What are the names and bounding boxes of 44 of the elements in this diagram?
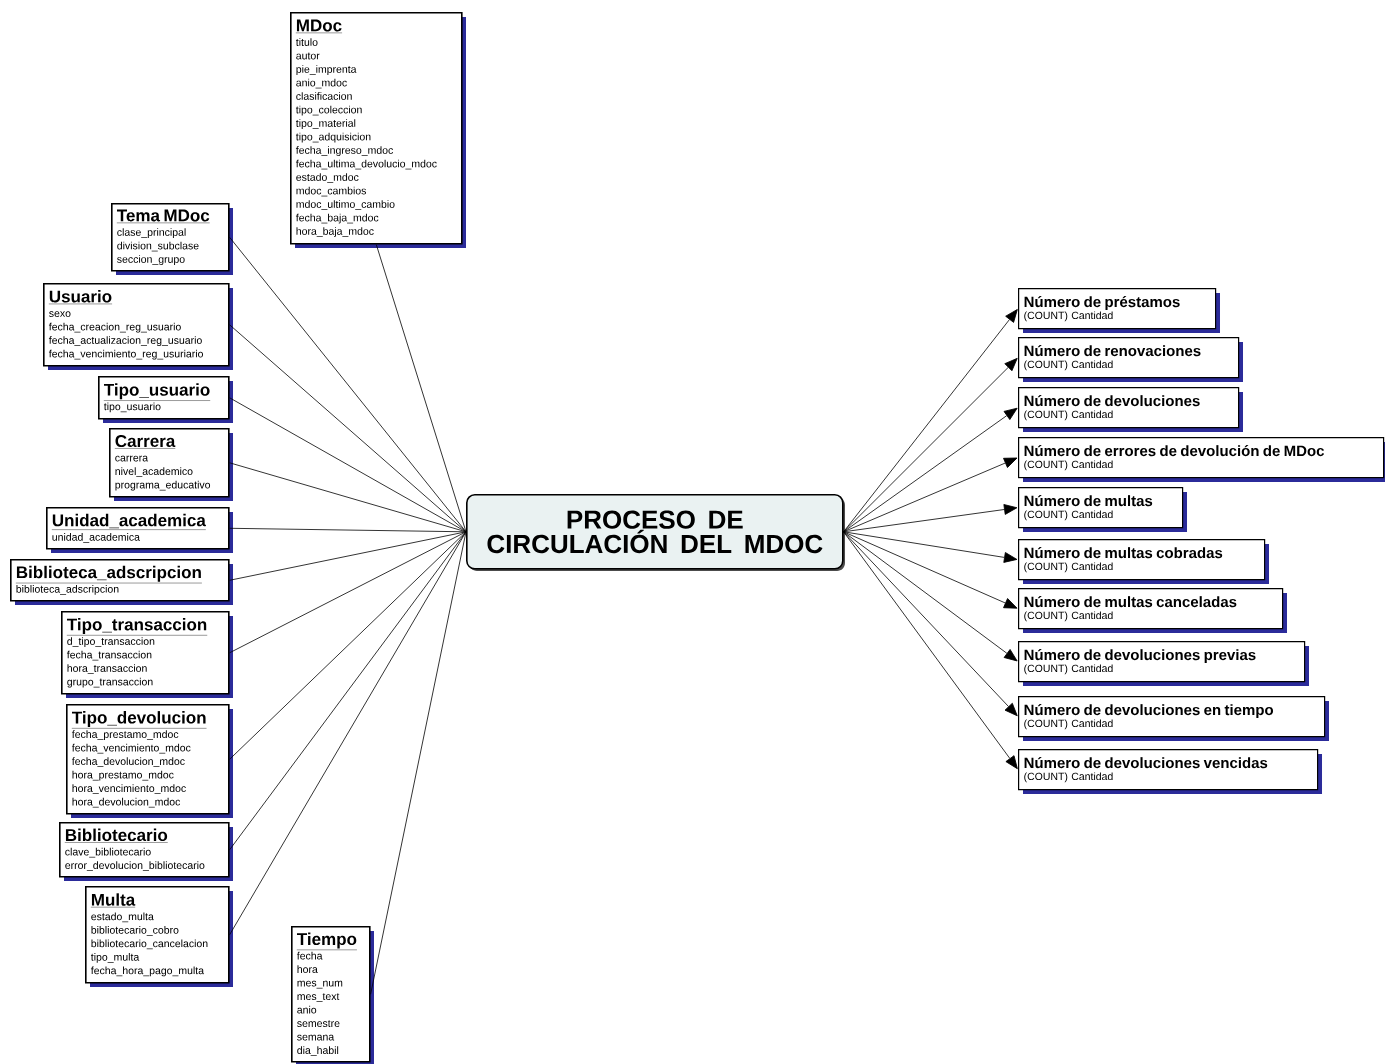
- measure-box: Número de préstamos (COUNT) Cantidad: [1018, 288, 1220, 333]
- connector-line: [229, 531, 467, 851]
- entity-box: Multa estado_multa bibliotecario_cobro bibliotecario_cancelacion tipo_multa fecha_hora_pago_multa: [85, 886, 233, 987]
- measure-box: Número de multas canceladas (COUNT) Cantidad: [1018, 588, 1287, 633]
- entity-box: Bibliotecario clave_bibliotecario error_devolucion_bibliotecario: [59, 822, 233, 881]
- connector-line: [370, 531, 467, 995]
- arrow: [843, 357, 1018, 533]
- arrow: [843, 504, 1018, 533]
- entity-box: Biblioteca_adscripcion biblioteca_adscripcion: [10, 559, 233, 605]
- arrow: [843, 531, 1018, 717]
- measure-box: Número de multas (COUNT) Cantidad: [1018, 487, 1187, 532]
- measure-box: Número de devoluciones (COUNT) Cantidad: [1018, 387, 1243, 432]
- measure-box: Número de devoluciones en tiempo (COUNT) Cantidad: [1018, 696, 1329, 741]
- entity-box: Tipo_usuario tipo_usuario: [98, 376, 233, 423]
- entity-box: Tiempo fecha hora mes_num mes_text anio semestre semana dia_habil: [291, 926, 374, 1064]
- measure-box: Número de devoluciones previas (COUNT) Cantidad: [1018, 641, 1309, 686]
- measure-box: Número de devoluciones vencidas (COUNT) Cantidad: [1018, 749, 1322, 794]
- connector-line: [229, 531, 467, 936]
- process-box: PROCESO DE CIRCULACIÓN DEL MDOC: [466, 494, 845, 571]
- entity-box: Unidad_academica unidad_academica: [46, 507, 233, 553]
- arrow: [843, 531, 1018, 770]
- connector-line: [229, 397, 467, 533]
- entity-box: Tema MDoc clase_principal division_subclase seccion_grupo: [111, 203, 233, 275]
- arrow: [843, 457, 1018, 533]
- connector-line: [229, 531, 467, 760]
- measure-box: Número de multas cobradas (COUNT) Cantidad: [1018, 539, 1269, 584]
- entity-box: Usuario sexo fecha_creacion_reg_usuario fecha_actualizacion_reg_usuario fecha_vencimiento_reg_usuriario: [43, 283, 233, 370]
- entity-box: Tipo_devolucion fecha_prestamo_mdoc fecha_vencimiento_mdoc fecha_devolucion_mdoc hora_prestamo_mdoc hora_vencimiento_mdoc hora_devolucion_mdoc: [66, 704, 233, 818]
- entity-box: MDoc titulo autor pie_imprenta anio_mdoc clasificacion tipo_coleccion tipo_material tipo_adquisicion fecha_ingreso_mdoc fecha_ultima_devolucio_mdoc estado_mdoc mdoc_cambios mdoc_ultimo_cambio fecha_baja_mdoc hora_baja_mdoc: [290, 12, 466, 248]
- measure-box: Número de errores de devolución de MDoc (COUNT) Cantidad: [1018, 437, 1385, 482]
- entity-box: Tipo_transaccion d_tipo_transaccion fecha_transaccion hora_transaccion grupo_transaccion: [61, 611, 233, 698]
- connector-line: [229, 324, 467, 533]
- arrow: [843, 531, 1018, 609]
- arrow: [843, 531, 1018, 662]
- arrow: [843, 531, 1018, 563]
- entity-box: Carrera carrera nivel_academico programa_educativo: [109, 428, 233, 501]
- connector-line: [229, 531, 467, 654]
- connector-line: [375, 244, 467, 533]
- connector-line: [229, 531, 467, 581]
- connector-line: [229, 236, 467, 533]
- connector-line: [229, 527, 467, 533]
- connector-line: [229, 462, 467, 533]
- arrow: [843, 407, 1018, 533]
- measure-box: Número de renovaciones (COUNT) Cantidad: [1018, 337, 1243, 382]
